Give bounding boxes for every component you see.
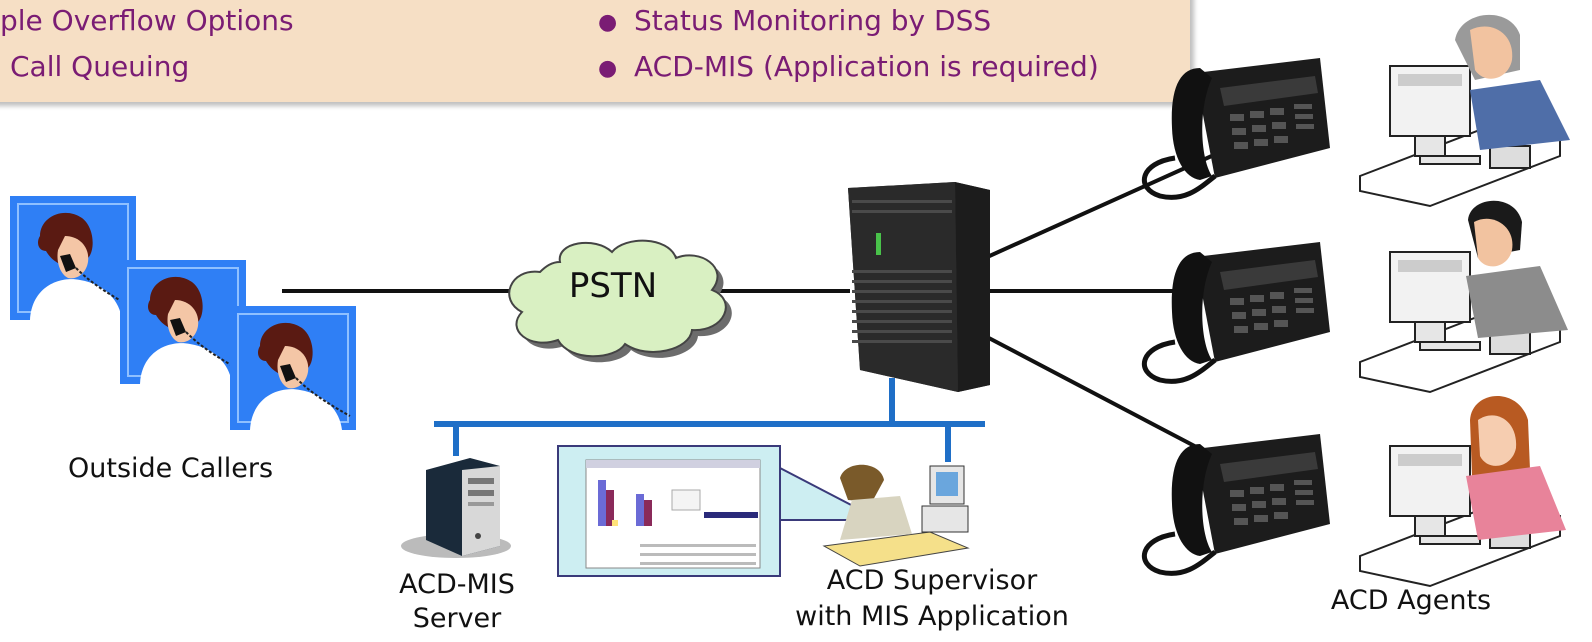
agent-person-icon bbox=[1466, 200, 1568, 338]
feature-item: Status Monitoring by DSS bbox=[634, 4, 992, 37]
feature-item: ACD-MIS (Application is required) bbox=[634, 50, 1099, 83]
server-icon bbox=[401, 458, 511, 558]
feature-item: ple Overflow Options bbox=[0, 4, 294, 37]
server-label-line2: Server bbox=[412, 603, 502, 634]
phone-icon bbox=[1144, 58, 1330, 197]
supervisor-label-line2: with MIS Application bbox=[795, 601, 1069, 632]
mis-screenshot-callout bbox=[557, 445, 881, 577]
supervisor-icon bbox=[822, 464, 970, 567]
bullet-icon: ● bbox=[598, 56, 618, 81]
caller-icon bbox=[119, 259, 247, 385]
bullet-icon: ● bbox=[598, 10, 618, 35]
pbx-icon bbox=[848, 182, 990, 392]
agent-line-3 bbox=[984, 334, 1226, 464]
outside-callers-label: Outside Callers bbox=[68, 453, 274, 484]
caller-icon bbox=[229, 305, 357, 431]
pstn-label: PSTN bbox=[568, 266, 658, 306]
feature-item: Call Queuing bbox=[10, 50, 190, 83]
pstn-cloud-icon bbox=[508, 239, 732, 363]
agent-person-icon bbox=[1455, 14, 1570, 150]
acd-agents-label: ACD Agents bbox=[1330, 585, 1492, 616]
phone-icon bbox=[1144, 434, 1330, 573]
feature-list-box bbox=[0, 0, 1190, 102]
supervisor-label-line1: ACD Supervisor bbox=[826, 565, 1038, 596]
server-label-line1: ACD-MIS bbox=[399, 569, 515, 600]
caller-icon bbox=[9, 195, 137, 321]
agent-person-icon bbox=[1466, 395, 1566, 540]
phone-icon bbox=[1144, 242, 1330, 381]
